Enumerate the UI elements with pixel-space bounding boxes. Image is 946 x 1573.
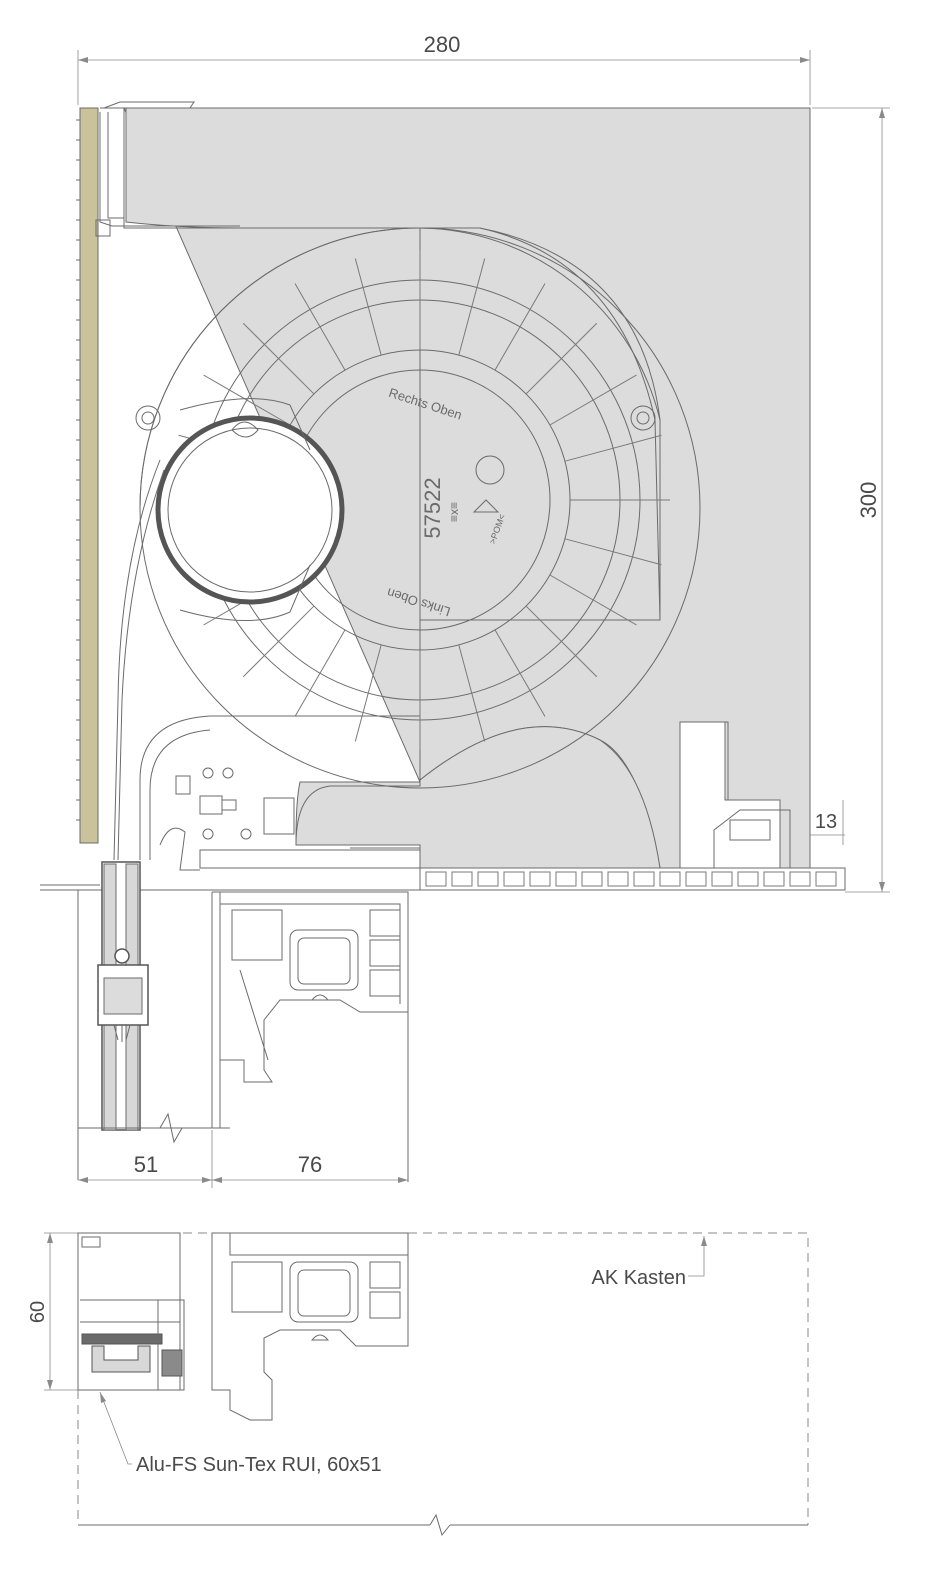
dimension-small-right-label: 13 <box>815 811 837 833</box>
dimension-bottom-right-label: 76 <box>298 1152 322 1177</box>
lower-left-details <box>139 715 420 871</box>
top-left-profile <box>95 101 240 237</box>
dimension-top-width-label: 280 <box>424 32 461 57</box>
dimension-top-width: 280 <box>77 32 811 105</box>
end-cap-drum: Rechts Oben Links Oben 57522 >POM< ≡x≡ <box>135 227 700 788</box>
dimension-section-height-label: 60 <box>27 1301 49 1323</box>
drum-part-number: 57522 <box>420 477 445 538</box>
insulation-strip <box>76 107 99 844</box>
section-view: 60 AK Kasten Alu-FS Sun-Tex RUI, 60x51 <box>27 1232 809 1537</box>
guide-rail-glass <box>77 861 230 1180</box>
dimension-bottom: 51 76 <box>78 1130 408 1188</box>
callout-box-label: AK Kasten <box>591 1267 686 1289</box>
drum-logo: ≡x≡ <box>447 502 461 522</box>
dimension-right-height-label: 300 <box>856 482 881 519</box>
callout-guide-rail-label: Alu-FS Sun-Tex RUI, 60x51 <box>136 1454 382 1476</box>
shutter-curtain <box>113 459 165 861</box>
box-base <box>40 809 846 891</box>
dimension-right-height: 300 <box>812 107 890 893</box>
window-frame <box>211 891 409 1182</box>
dimension-bottom-left-label: 51 <box>134 1152 158 1177</box>
roller-box-housing <box>123 107 811 869</box>
